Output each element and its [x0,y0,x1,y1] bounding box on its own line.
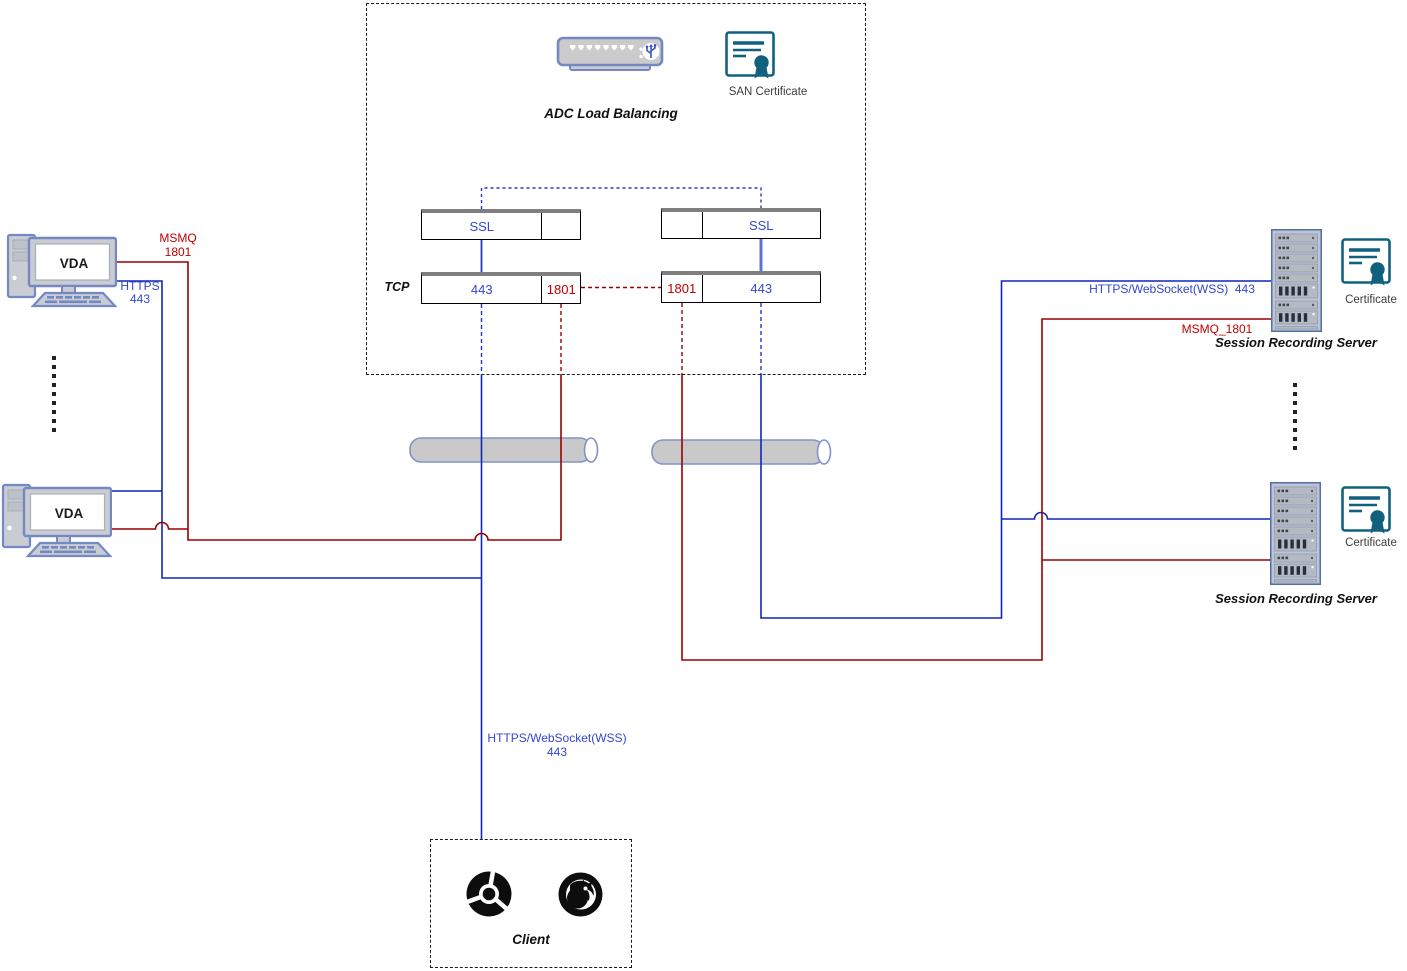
https-port-cell-right: 443 [701,275,821,302]
ssl-empty-cell-left [541,213,580,239]
vda-https-label: HTTPS [120,279,160,293]
ssl-row-right: SSL [661,208,821,239]
ssl-label-right: SSL [748,217,774,233]
https-branch-server-bottom [1001,511,1271,520]
vda-msmq-label: MSMQ [159,231,197,245]
load-balancer-icon [555,33,665,73]
vda-desktop-icon-top [5,226,117,308]
ellipsis-servers [1293,383,1297,450]
san-certificate-label: SAN Certificate [728,86,808,98]
firefox-icon [557,871,604,918]
server-rack-icon-bottom [1270,482,1321,585]
msmq-port-cell-left: 1801 [541,276,580,303]
https-port-cell-left: 443 [422,276,541,303]
ellipsis-vda [52,356,56,432]
vda-desktop-icon-bottom [0,476,112,558]
client-box-label: Client [512,932,550,947]
client-https-port: 443 [546,745,568,759]
msmq-port-right: 1801 [667,281,697,296]
tcp-row-right: 1801 443 [661,271,821,303]
server-https-label: HTTPS/WebSocket(WSS) 443 [1089,282,1255,296]
ssl-cell-right: SSL [701,212,821,238]
ssl-empty-cell-right [662,212,702,238]
msmq-wire-vda-top [110,261,562,541]
certificate-label-bottom: Certificate [1345,537,1397,549]
msmq-wire-servers [681,318,1271,661]
adc-group-box [366,3,866,375]
vda-msmq-port: 1801 [164,245,192,259]
tcp-row-label: TCP [384,280,410,294]
https-wire-vda-top [110,280,482,579]
certificate-icon-top [1341,238,1391,288]
msmq-port-cell-right: 1801 [662,275,702,302]
client-https-label: HTTPS/WebSocket(WSS) [487,731,627,745]
ssl-label-left: SSL [469,218,495,234]
https-wire-servers [760,280,1271,619]
msmq-port-left: 1801 [546,282,576,297]
vda-https-port: 443 [129,292,151,306]
https-port-left: 443 [470,282,493,297]
network-tube-left [409,437,599,463]
tcp-row-left: 443 1801 [421,272,581,304]
certificate-icon-bottom [1341,486,1391,536]
adc-box-title: ADC Load Balancing [544,106,678,121]
client-group-box [430,839,632,968]
ssl-row-left: SSL [421,209,581,240]
vda-label-bottom: VDA [54,506,84,521]
chrome-icon [465,870,513,918]
server-msmq-label: MSMQ_1801 [1181,322,1253,336]
recording-server-label-top: Session Recording Server [1215,335,1377,350]
server-rack-icon-top [1271,229,1322,332]
https-port-right: 443 [750,281,773,296]
msmq-wire-vda-bottom [102,521,188,530]
san-certificate-icon [725,31,775,81]
vda-label-top: VDA [59,256,89,271]
ssl-cell-left: SSL [422,213,541,239]
certificate-label-top: Certificate [1345,294,1397,306]
network-tube-right [651,439,832,465]
recording-server-label-bottom: Session Recording Server [1215,591,1377,606]
